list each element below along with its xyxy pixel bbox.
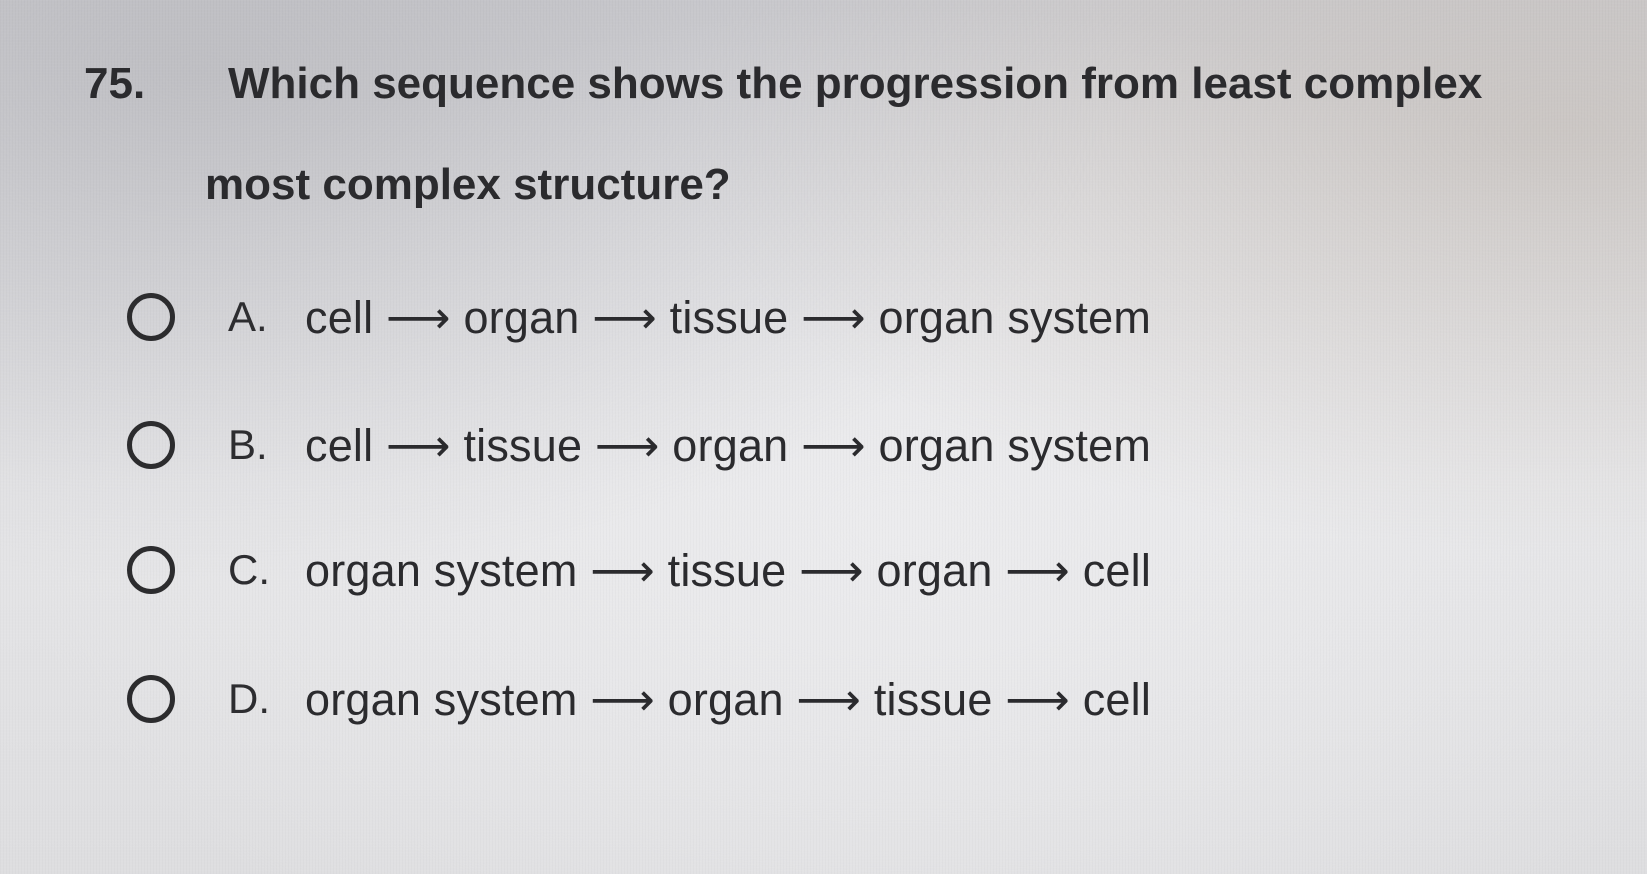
option-label: cell ⟶ organ ⟶ tissue ⟶ organ system	[305, 291, 1152, 343]
option-letter: D.	[228, 675, 270, 722]
option-letter: C.	[228, 546, 270, 593]
question-number: 75.	[84, 59, 146, 108]
question-text-line2: most complex structure?	[205, 160, 731, 209]
radio-button-d[interactable]	[127, 675, 175, 723]
question-text-line1: 75. Which sequence shows the progression …	[84, 62, 1647, 106]
radio-button-a[interactable]	[127, 293, 175, 341]
option-label: cell ⟶ tissue ⟶ organ ⟶ organ system	[305, 419, 1152, 471]
option-c[interactable]: C. organ system ⟶ tissue ⟶ organ ⟶ cell	[127, 538, 1151, 602]
option-letter: B.	[228, 421, 268, 468]
option-d[interactable]: D. organ system ⟶ organ ⟶ tissue ⟶ cell	[127, 667, 1151, 731]
option-letter: A.	[228, 293, 268, 340]
radio-button-b[interactable]	[127, 421, 175, 469]
question-prompt: Which sequence shows the progression fro…	[228, 59, 1483, 108]
option-a[interactable]: A. cell ⟶ organ ⟶ tissue ⟶ organ system	[127, 285, 1151, 349]
option-b[interactable]: B. cell ⟶ tissue ⟶ organ ⟶ organ system	[127, 413, 1151, 477]
option-label: organ system ⟶ organ ⟶ tissue ⟶ cell	[305, 673, 1152, 725]
option-label: organ system ⟶ tissue ⟶ organ ⟶ cell	[305, 544, 1152, 596]
radio-button-c[interactable]	[127, 546, 175, 594]
